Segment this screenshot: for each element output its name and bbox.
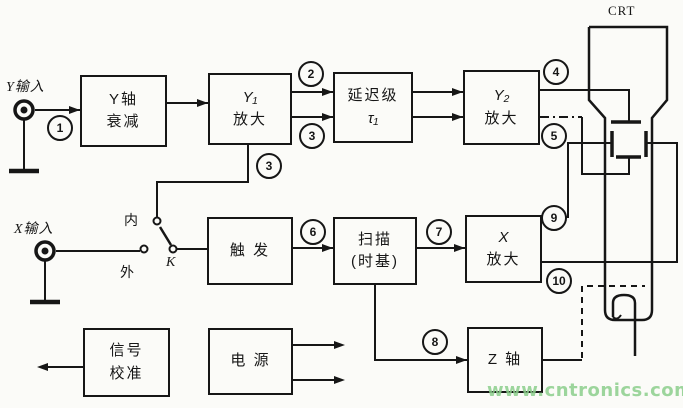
trigger-source-switch[interactable] xyxy=(139,216,178,254)
block-sweep-timebase: 扫描 (时基) xyxy=(333,217,417,285)
block-y1-amplifier-line1: Y₁ xyxy=(242,88,258,106)
switch-external-label: 外 xyxy=(120,264,135,280)
block-y-attenuator-line2: 衰减 xyxy=(106,113,141,130)
switch-k-label: K xyxy=(166,255,177,270)
test-point-1: 1 xyxy=(47,115,73,141)
test-point-9: 9 xyxy=(541,205,567,231)
test-point-10: 10 xyxy=(546,268,572,294)
switch-pivot xyxy=(168,244,178,254)
crt-heater-curl xyxy=(612,314,622,320)
block-delay-stage-line1: 延迟级 xyxy=(347,87,399,104)
block-z-axis-line1: Z 轴 xyxy=(487,350,523,368)
wire-sweep-to-zaxis xyxy=(374,285,467,361)
arrowheads xyxy=(37,88,467,384)
crt-heater xyxy=(611,293,637,318)
wire-xamp-to-plate-right xyxy=(542,142,678,263)
block-x-amplifier-line1: X xyxy=(498,228,509,246)
x-input-connector xyxy=(30,240,60,305)
switch-arm xyxy=(158,226,173,246)
wire-zaxis-to-crt-grid xyxy=(581,285,645,358)
switch-internal-label: 内 xyxy=(124,212,139,228)
block-trigger-line1: 触 发 xyxy=(229,241,271,259)
block-delay-stage-line2: τ₁ xyxy=(367,109,379,127)
test-point-4: 4 xyxy=(543,59,569,85)
block-y-attenuator-line1: Y轴 xyxy=(108,90,138,108)
block-y-attenuator: Y轴 衰减 xyxy=(80,75,167,147)
y-input-connector xyxy=(9,99,39,174)
wire-y1-to-switch xyxy=(156,145,249,217)
block-power-supply-line1: 电 源 xyxy=(230,352,271,370)
block-y2-amplifier-line1: Y₂ xyxy=(493,87,510,104)
crt-envelope xyxy=(587,25,669,322)
crt-label: CRT xyxy=(608,3,636,18)
block-y2-amplifier: Y₂ 放大 xyxy=(463,70,540,145)
crt-tube xyxy=(587,25,669,356)
block-x-amplifier-line2: 放大 xyxy=(486,251,521,268)
switch-contact-internal xyxy=(152,216,162,226)
block-trigger: 触 发 xyxy=(207,217,293,285)
block-power-supply: 电 源 xyxy=(208,328,293,395)
block-z-axis: Z 轴 xyxy=(467,327,543,393)
block-signal-calibrator: 信号 校准 xyxy=(83,328,170,397)
block-signal-calibrator-line2: 校准 xyxy=(109,364,144,382)
switch-contact-external xyxy=(139,244,149,254)
block-y1-amplifier-line2: 放大 xyxy=(232,111,267,128)
test-point-8: 8 xyxy=(422,329,448,355)
test-point-7: 7 xyxy=(426,219,452,245)
block-x-amplifier: X 放大 xyxy=(465,215,542,283)
test-point-3b: 3 xyxy=(256,153,282,179)
block-sweep-timebase-line1: 扫描 xyxy=(357,230,392,248)
test-point-3a: 3 xyxy=(299,123,325,149)
wire-y2-to-plate-top xyxy=(540,89,630,121)
test-point-5: 5 xyxy=(541,123,567,149)
block-y2-amplifier-line2: 放大 xyxy=(484,109,519,127)
x-input-label: X输入 xyxy=(14,222,54,237)
y-input-label: Y输入 xyxy=(6,80,45,95)
block-y1-amplifier: Y₁ 放大 xyxy=(208,73,292,145)
watermark: www.cntronics.com xyxy=(487,380,683,401)
block-signal-calibrator-line1: 信号 xyxy=(109,342,144,359)
test-point-6: 6 xyxy=(300,219,326,245)
block-sweep-timebase-line2: (时基) xyxy=(351,253,399,270)
test-point-2: 2 xyxy=(298,61,324,87)
block-delay-stage: 延迟级 τ₁ xyxy=(333,72,413,143)
